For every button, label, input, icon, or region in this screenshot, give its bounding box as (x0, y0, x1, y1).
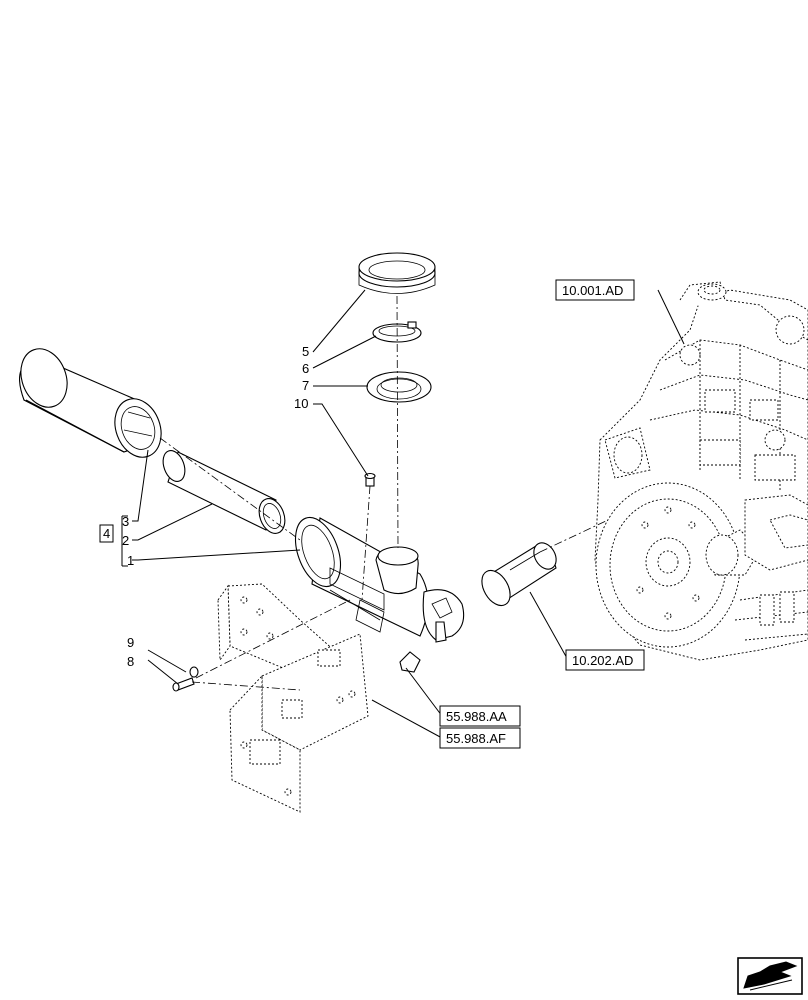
screw-item-10 (364, 472, 376, 487)
reference-intake-hose[interactable]: 10.202.AD (565, 649, 645, 671)
callout-6: 6 (302, 361, 309, 376)
callout-5: 5 (302, 344, 309, 359)
rain-cap-ring (358, 252, 436, 294)
callout-3: 3 (122, 514, 129, 529)
arrow-icon[interactable] (737, 957, 803, 995)
reference-engine-label: 10.001.AD (562, 283, 623, 298)
reference-engine[interactable]: 10.001.AD (555, 279, 635, 301)
callout-4-box (99, 524, 114, 543)
air-cleaner-housing (294, 516, 465, 643)
leader-lines (121, 289, 685, 739)
outer-filter-element (19, 348, 162, 458)
callout-9: 9 (127, 635, 134, 650)
reference-bracket-support-label: 55.988.AF (446, 731, 506, 746)
reference-bracket-fixing-label: 55.988.AA (446, 709, 507, 724)
washer-item-9 (189, 666, 199, 678)
reference-bracket-support[interactable]: 55.988.AF (439, 727, 521, 749)
reference-bracket-fixing[interactable]: 55.988.AA (439, 705, 521, 727)
callout-labels: 5 6 7 10 3 2 1 4 9 8 (99, 344, 309, 669)
clip-item-55988AA (399, 651, 421, 673)
mounting-bracket (217, 583, 369, 813)
gasket-ring (366, 371, 432, 403)
intake-hose (481, 542, 557, 607)
assembly-centerlines (159, 295, 609, 691)
inner-filter-element (162, 450, 286, 534)
bolt-item-8 (172, 677, 195, 692)
callout-2: 2 (122, 533, 129, 548)
reference-intake-hose-label: 10.202.AD (572, 653, 633, 668)
callout-7: 7 (302, 378, 309, 393)
callout-4: 4 (103, 526, 110, 541)
callout-1: 1 (127, 553, 134, 568)
callout-8: 8 (127, 654, 134, 669)
engine-assembly (594, 281, 808, 661)
callout-10: 10 (294, 396, 308, 411)
